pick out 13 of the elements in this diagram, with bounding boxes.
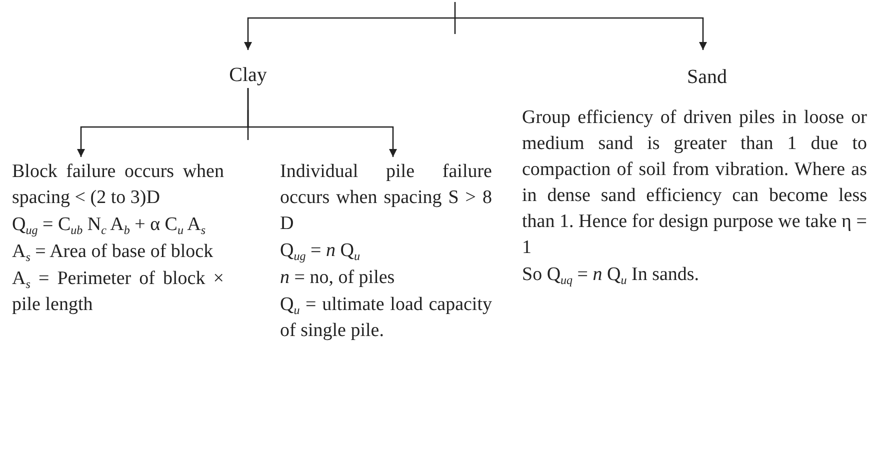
category-heading: Sand [686, 65, 728, 90]
formula-text: A$_{s}$ = Area of base of block [12, 240, 214, 265]
formula-text: Q$_{ug}$ = C$_{ub}$ N$_{c}$ A$_{b}$ + α C$_{u}$ A$_{s}$ [12, 213, 207, 238]
description-text: Block failure occurs when spacing < (2 to 3)D [12, 160, 224, 210]
formula-text: Q$_{u}$ = ultimate load capacity of single pile. [280, 293, 492, 343]
arrow [455, 17, 707, 50]
formula-text: Q$_{ug}$ = n Q$_{u}$ [280, 239, 361, 264]
formula-text: n = no, of piles [280, 266, 396, 290]
description-text: So Q$_{uq}$ = n Q$_{u}$ In sands. [522, 263, 700, 288]
arrow [244, 17, 455, 50]
arrow [247, 88, 397, 157]
formula-text: A$_{s}$ = Perimeter of block × pile length [12, 267, 224, 317]
category-heading: Clay [228, 63, 268, 88]
